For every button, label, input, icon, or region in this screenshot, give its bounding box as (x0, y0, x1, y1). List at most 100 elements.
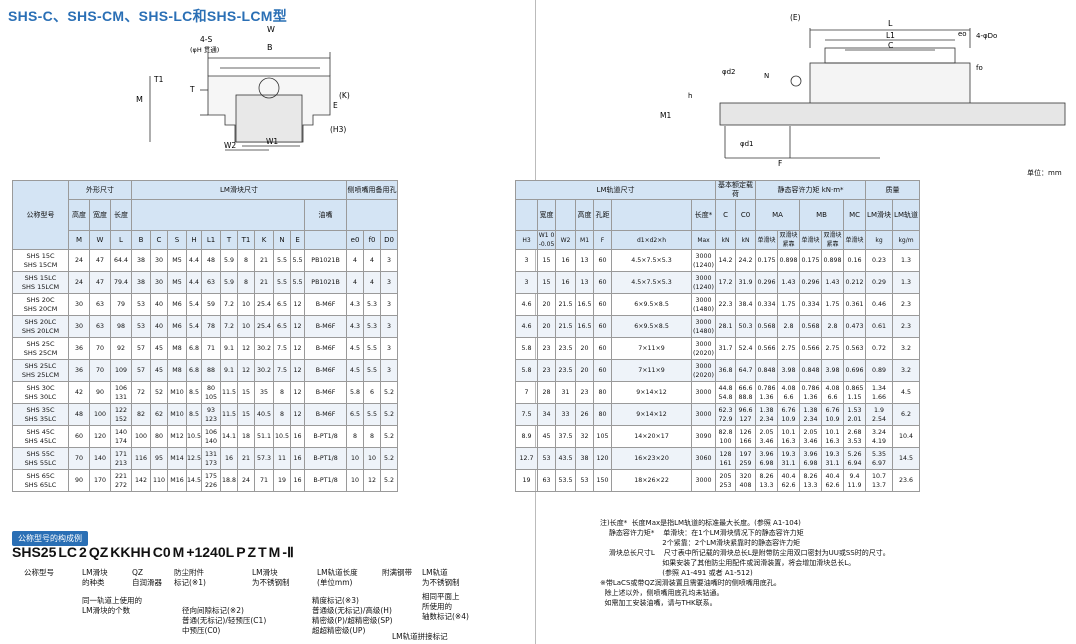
cell-S: M10 (167, 381, 187, 404)
cell-mb2: 1.43 (821, 271, 845, 294)
cell-ma2: 0.898 (777, 249, 801, 272)
dim-F: F (778, 159, 782, 168)
cell-N: 10.5 (273, 425, 292, 448)
th-sym-r-6: Max (691, 230, 717, 250)
dim-C: C (888, 41, 893, 50)
cell-L1: 59 (201, 293, 222, 316)
cell-max: 3000 (691, 381, 717, 404)
dim-M1: M1 (660, 111, 671, 120)
cell-D0: 5.2 (380, 447, 399, 470)
cell-C: 62 (150, 403, 168, 426)
cell-H: 10.5 (185, 425, 203, 448)
cell-mc: 0.865 1.15 (843, 381, 867, 404)
cell-kgm: 14.5 (892, 447, 921, 470)
cell-ma1: 0.566 (755, 337, 779, 360)
cell-C: 45 (150, 337, 168, 360)
cell-M: 24 (68, 271, 90, 294)
cell-f0: 5.3 (363, 315, 382, 338)
cell-ma2: 1.75 (777, 293, 801, 316)
th-sym-14: e0 (346, 230, 365, 250)
cell-N: 8 (273, 381, 292, 404)
cell-H3: 3 (515, 249, 539, 272)
cell-W: 100 (89, 403, 111, 426)
cell-Cv: 36.8 (715, 359, 737, 382)
cell-mb1: 0.175 (799, 249, 823, 272)
cell-K: 35 (254, 381, 275, 404)
cell-K: 71 (254, 469, 275, 492)
cell-L: 106 131 (110, 381, 132, 404)
cell-T: 7.2 (220, 315, 239, 338)
code-label-5: 径向间隙标记(※2) 普通(无标记)/轻预压(C1) 中预压(C0) (182, 606, 267, 635)
code-part-10: T (258, 544, 267, 560)
cell-M: 36 (68, 337, 90, 360)
cell-H3: 8.9 (515, 425, 539, 448)
page-title: SHS-C、SHS-CM、SHS-LC和SHS-LCM型 (8, 8, 288, 24)
th-sym-15: f0 (363, 230, 382, 250)
cell-M: 70 (68, 447, 90, 470)
cell-L1: 106 140 (201, 425, 222, 448)
cell-nip: B-PT1/8 (304, 425, 348, 448)
cell-F: 60 (593, 293, 613, 316)
dim-T: T (189, 85, 195, 94)
cell-C: 30 (150, 249, 168, 272)
cell-W: 120 (89, 425, 111, 448)
cell-F: 105 (593, 425, 613, 448)
cell-e0: 8 (346, 425, 365, 448)
code-label-0: 公称型号 (24, 568, 54, 577)
cell-M: 48 (68, 403, 90, 426)
code-part-11: M (268, 544, 281, 560)
side-view-drawing: (E) L L1 C eo 4-φDo fo φd2 N h M1 φd1 F (660, 13, 1066, 168)
cell-N: 6.5 (273, 293, 292, 316)
th-sym-7: L1 (201, 230, 222, 250)
cell-K: 21 (254, 271, 275, 294)
code-label-3: QZ 自润滑器 (132, 568, 162, 587)
th-pitch: 孔距 (593, 199, 613, 231)
cell-L1: 88 (201, 359, 222, 382)
cell-H: 4.4 (185, 249, 203, 272)
cell-B: 38 (131, 249, 151, 272)
cell-f0: 5.5 (363, 359, 382, 382)
cell-max: 3000 (1480) (691, 293, 717, 316)
cell-nip: B-M6F (304, 381, 348, 404)
cell-S: M5 (167, 271, 187, 294)
dim-H3: (H3) (330, 125, 346, 134)
code-part-9: Z (247, 544, 257, 560)
code-part-12: -Ⅱ (282, 544, 294, 560)
cell-K: 30.2 (254, 337, 275, 360)
code-label-10: LM轨道 为不锈钢制 (422, 568, 460, 587)
cell-f0: 10 (363, 447, 382, 470)
cell-mb2: 10.1 16.3 (821, 425, 845, 448)
cell-B: 142 (131, 469, 151, 492)
cell-kgm: 10.4 (892, 425, 921, 448)
cell-m: SHS 15LC SHS 15LCM (12, 271, 69, 294)
dim-h: h (688, 92, 692, 100)
cell-kgm: 23.6 (892, 469, 921, 492)
cell-ma1: 0.296 (755, 271, 779, 294)
cell-d: 9×14×12 (611, 381, 693, 404)
cell-m: SHS 55C SHS 55LC (12, 447, 69, 470)
cell-Cv: 82.8 100 (715, 425, 737, 448)
cell-ma1: 0.175 (755, 249, 779, 272)
cell-N: 6.5 (273, 315, 292, 338)
cell-D0: 3 (380, 315, 399, 338)
cell-L1: 131 173 (201, 447, 222, 470)
cell-kg: 5.35 6.97 (865, 447, 894, 470)
cell-kgm: 2.3 (892, 293, 921, 316)
cell-M1: 38 (575, 447, 595, 470)
cell-mc: 0.563 (843, 337, 867, 360)
code-label-8: 精度标记(※3) 普通级(无标记)/高级(H) 精密级(P)/超精密级(SP) … (312, 596, 393, 635)
cell-max: 3000 (1240) (691, 249, 717, 272)
dim-E-paren: (E) (790, 13, 801, 22)
cell-E: 16 (290, 469, 306, 492)
cell-H3: 7 (515, 381, 539, 404)
cell-W2: 16 (555, 249, 577, 272)
cell-mb1: 0.786 1.36 (799, 381, 823, 404)
cell-mb1: 0.568 (799, 315, 823, 338)
cell-mb1: 8.26 13.3 (799, 469, 823, 492)
cell-T1: 12 (237, 337, 256, 360)
th-sym-11: N (273, 230, 292, 250)
cell-M1: 20 (575, 337, 595, 360)
